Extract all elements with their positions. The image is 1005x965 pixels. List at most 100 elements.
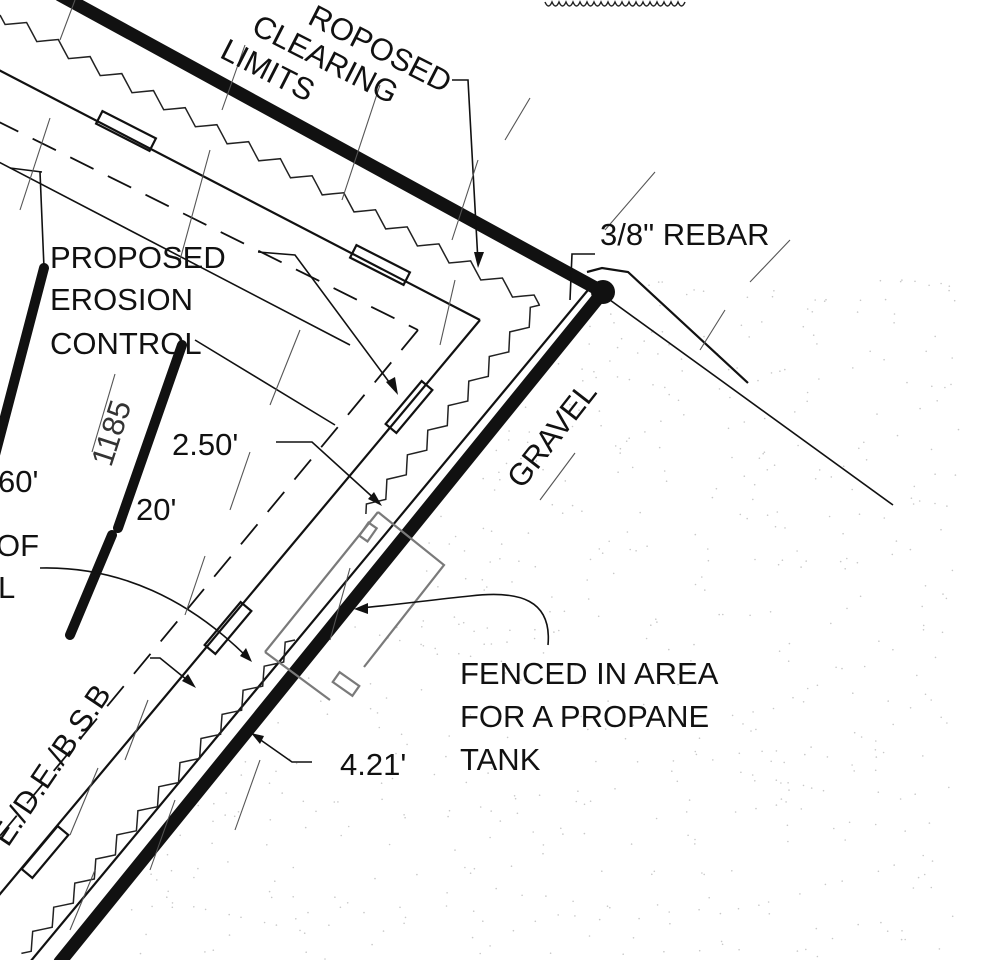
stipple-dot <box>893 313 896 315</box>
stipple-dot <box>842 465 845 468</box>
stipple-dot <box>505 462 508 465</box>
stipple-dot <box>668 911 670 913</box>
stipple-dot <box>628 378 631 381</box>
stipple-dot <box>571 405 573 407</box>
stipple-dot <box>490 530 493 532</box>
stipple-dot <box>802 784 805 787</box>
stipple-dot <box>841 667 843 670</box>
stipple-dot <box>378 726 381 729</box>
stipple-dot <box>619 452 621 454</box>
stipple-dot <box>788 789 790 791</box>
stipple-dot <box>677 683 679 686</box>
stipple-dot <box>707 548 709 550</box>
stipple-dot <box>370 757 372 760</box>
stipple-dot <box>542 852 544 855</box>
stipple-dot <box>471 936 474 939</box>
stipple-dot <box>770 760 772 763</box>
stipple-dot <box>914 280 916 283</box>
stipple-dot <box>848 821 851 824</box>
stipple-dot <box>792 696 794 699</box>
stipple-dot <box>612 572 615 575</box>
stipple-dot <box>731 456 733 459</box>
stipple-dot <box>538 794 541 796</box>
stipple-dot <box>454 849 456 851</box>
stipple-dot <box>931 385 933 388</box>
stipple-dot <box>763 451 766 454</box>
stipple-dot <box>581 368 583 370</box>
stipple-dot <box>557 363 560 365</box>
stipple-dot <box>347 825 350 828</box>
stipple-dot <box>656 621 658 623</box>
stipple-dot <box>787 782 789 784</box>
stipple-dot <box>749 614 751 617</box>
stipple-dot <box>701 576 703 578</box>
stipple-dot <box>469 714 472 716</box>
stipple-dot <box>631 466 634 469</box>
stipple-dot <box>513 795 516 797</box>
svg-text:CONTROL: CONTROL <box>50 326 202 361</box>
stipple-dot <box>731 870 733 872</box>
stipple-dot <box>400 733 403 736</box>
stipple-dot <box>482 527 485 530</box>
stipple-dot <box>796 950 799 952</box>
stipple-dot <box>853 770 855 772</box>
stipple-dot <box>780 798 783 800</box>
stipple-dot <box>487 772 489 774</box>
stipple-dot <box>380 782 383 784</box>
stipple-dot <box>853 731 856 734</box>
stipple-dot <box>625 440 628 443</box>
stipple-dot <box>672 760 675 762</box>
stipple-dot <box>404 916 407 919</box>
stipple-dot <box>333 801 336 803</box>
stipple-dot <box>863 665 866 668</box>
stipple-dot <box>534 565 537 568</box>
stipple-dot <box>275 924 278 926</box>
stipple-dot <box>812 334 815 337</box>
stipple-dot <box>738 948 740 951</box>
stipple-dot <box>694 843 696 845</box>
stipple-dot <box>299 929 301 932</box>
stipple-dot <box>748 336 750 338</box>
stipple-dot <box>197 804 199 807</box>
stipple-dot <box>659 304 661 307</box>
stipple-dot <box>754 558 756 561</box>
stipple-dot <box>340 834 343 837</box>
stipple-dot <box>718 613 720 616</box>
stipple-dot <box>784 527 786 529</box>
stipple-dot <box>632 937 635 939</box>
stipple-dot <box>303 932 306 934</box>
stipple-dot <box>275 770 277 773</box>
stipple-dot <box>957 428 960 431</box>
stipple-dot <box>650 624 652 626</box>
stipple-dot <box>746 296 749 299</box>
stipple-dot <box>557 914 559 916</box>
stipple-dot <box>895 540 898 542</box>
stipple-dot <box>680 358 683 360</box>
stipple-dot <box>277 722 279 724</box>
stipple-dot <box>304 826 307 829</box>
stipple-dot <box>337 801 339 803</box>
stipple-dot <box>479 952 482 955</box>
stipple-dot <box>806 391 809 394</box>
stipple-dot <box>595 760 597 763</box>
stipple-dot <box>830 622 832 625</box>
stipple-dot <box>655 817 658 820</box>
stipple-dot <box>740 771 742 774</box>
stipple-dot <box>876 413 878 415</box>
stipple-dot <box>601 870 603 872</box>
stipple-dot <box>420 643 422 646</box>
silt-marker-4 <box>203 600 253 656</box>
stipple-dot <box>636 761 639 763</box>
stipple-dot <box>755 807 757 810</box>
stipple-dot <box>841 880 843 882</box>
stipple-dot <box>658 446 661 449</box>
stipple-dot <box>385 697 388 699</box>
stipple-dot <box>436 653 439 655</box>
gravel-stipple <box>130 279 960 960</box>
stipple-dot <box>893 864 895 866</box>
stipple-dot <box>668 393 670 396</box>
stipple-dot <box>339 906 342 909</box>
stipple-dot <box>810 746 812 748</box>
stipple-dot <box>925 350 927 353</box>
stipple-dot <box>571 504 574 507</box>
